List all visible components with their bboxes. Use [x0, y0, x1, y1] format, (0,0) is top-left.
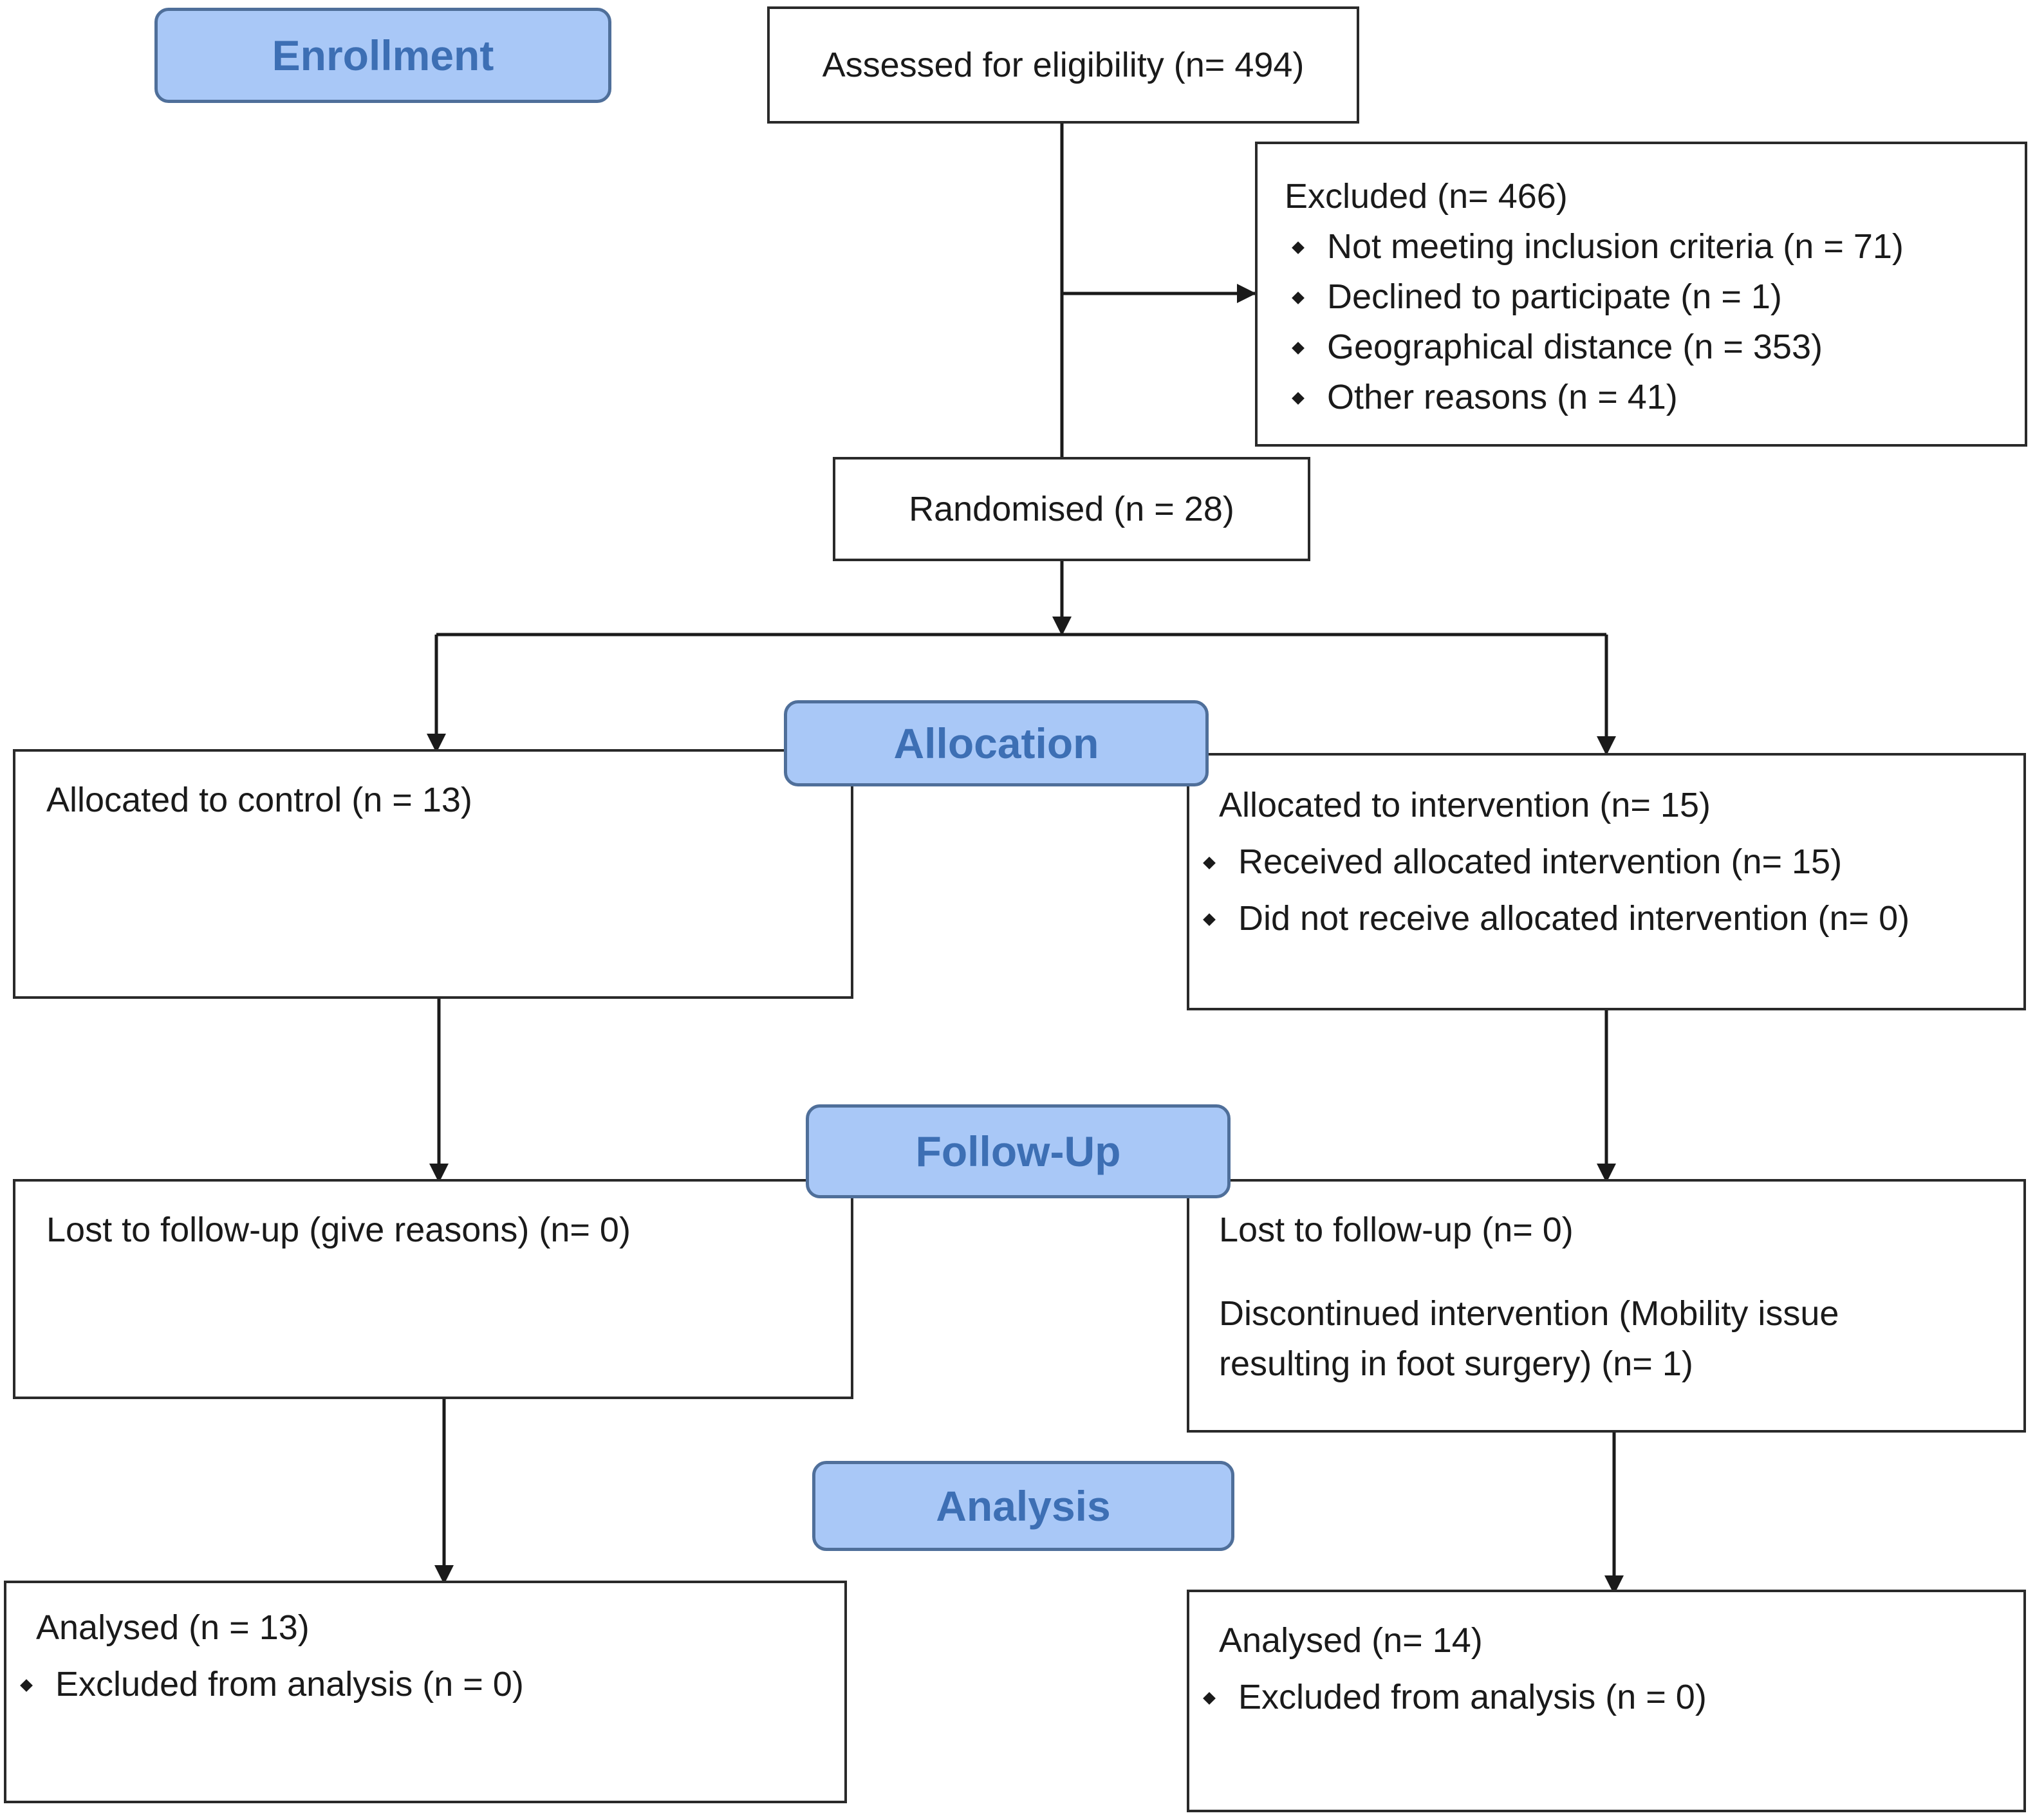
- intervention-analysis-box: Analysed (n= 14) Excluded from analysis …: [1187, 1590, 2026, 1812]
- excluded-reason-item: Other reasons (n = 41): [1285, 372, 2025, 422]
- randomised-label: Randomised (n = 28): [909, 490, 1234, 528]
- intervention-lost-label: Lost to follow-up (n= 0): [1219, 1211, 1574, 1249]
- stage-analysis-label: Analysis: [936, 1482, 1111, 1530]
- intervention-discontinued-line2: resulting in foot surgery) (n= 1): [1219, 1344, 1693, 1383]
- stage-analysis: Analysis: [812, 1461, 1234, 1551]
- excluded-title: Excluded (n= 466): [1285, 177, 1568, 216]
- control-allocated-label: Allocated to control (n = 13): [46, 781, 472, 819]
- intervention-analysis-item: Excluded from analysis (n = 0): [1196, 1672, 2023, 1722]
- excluded-reason-item: Not meeting inclusion criteria (n = 71): [1285, 221, 2025, 272]
- excluded-reasons-list: Not meeting inclusion criteria (n = 71) …: [1285, 221, 2025, 422]
- intervention-allocated-box: Allocated to intervention (n= 15) Receiv…: [1187, 753, 2026, 1010]
- control-analysis-box: Analysed (n = 13) Excluded from analysis…: [4, 1581, 847, 1803]
- intervention-allocated-item: Received allocated intervention (n= 15): [1196, 837, 2023, 887]
- stage-follow-up: Follow-Up: [806, 1104, 1231, 1198]
- control-allocated-box: Allocated to control (n = 13): [13, 749, 853, 999]
- excluded-box: Excluded (n= 466) Not meeting inclusion …: [1255, 142, 2027, 447]
- control-followup-label: Lost to follow-up (give reasons) (n= 0): [46, 1211, 631, 1249]
- assessed-label: Assessed for eligibility (n= 494): [822, 46, 1305, 84]
- intervention-discontinued-line1: Discontinued intervention (Mobility issu…: [1219, 1294, 1839, 1333]
- control-analysed-label: Analysed (n = 13): [36, 1608, 310, 1647]
- intervention-allocated-item: Did not receive allocated intervention (…: [1196, 893, 2023, 943]
- intervention-allocated-label: Allocated to intervention (n= 15): [1219, 786, 1711, 824]
- excluded-reason-item: Declined to participate (n = 1): [1285, 272, 2025, 322]
- stage-enrollment-label: Enrollment: [272, 32, 494, 79]
- excluded-reason-item: Geographical distance (n = 353): [1285, 322, 2025, 372]
- intervention-followup-box: Lost to follow-up (n= 0) Discontinued in…: [1187, 1179, 2026, 1433]
- stage-enrollment: Enrollment: [154, 8, 611, 103]
- intervention-allocated-list: Received allocated intervention (n= 15) …: [1196, 837, 2023, 943]
- stage-allocation-label: Allocation: [893, 720, 1099, 767]
- control-analysis-item: Excluded from analysis (n = 0): [13, 1659, 844, 1709]
- intervention-analysis-list: Excluded from analysis (n = 0): [1196, 1672, 2023, 1722]
- stage-allocation: Allocation: [784, 700, 1209, 786]
- randomised-box: Randomised (n = 28): [833, 457, 1310, 561]
- control-analysis-list: Excluded from analysis (n = 0): [13, 1659, 844, 1709]
- control-followup-box: Lost to follow-up (give reasons) (n= 0): [13, 1179, 853, 1399]
- intervention-analysed-label: Analysed (n= 14): [1219, 1621, 1483, 1660]
- stage-follow-up-label: Follow-Up: [915, 1128, 1121, 1175]
- assessed-box: Assessed for eligibility (n= 494): [767, 6, 1359, 124]
